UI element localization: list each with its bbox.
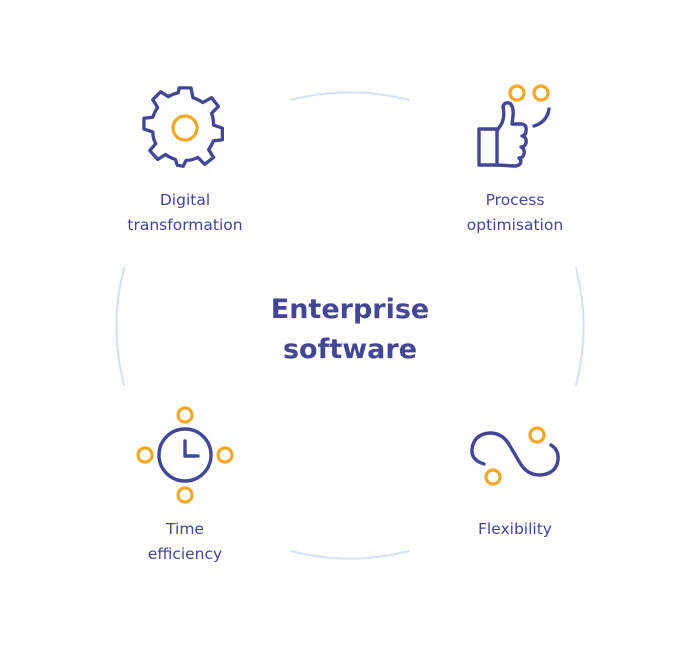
node-label-digital: Digital transformation: [105, 188, 265, 238]
node-label-time-line-1: Time: [166, 520, 204, 538]
ring-arc-left: [115, 267, 125, 386]
node-label-flexibility: Flexibility: [435, 517, 595, 542]
node-label-process-line-1: Process: [485, 191, 545, 209]
node-digital-transformation: Digital transformation: [105, 80, 265, 240]
infinity-wave-icon: [470, 426, 560, 486]
node-flexibility: Flexibility: [435, 420, 595, 560]
node-label-process: Process optimisation: [435, 188, 595, 238]
node-process-optimisation: Process optimisation: [435, 80, 595, 240]
ring-arc-top: [290, 91, 410, 101]
node-label-time-line-2: efficiency: [147, 545, 223, 563]
node-label-time: Time efficiency: [105, 517, 265, 567]
center-title: Enterprise software: [210, 290, 490, 370]
thumbs-up-icon: [477, 84, 551, 168]
node-label-flexibility-line-1: Flexibility: [478, 520, 552, 538]
node-label-process-line-2: optimisation: [466, 216, 564, 234]
clock-icon: [136, 406, 234, 504]
node-label-digital-line-1: Digital: [159, 191, 211, 209]
center-title-line-1: Enterprise: [270, 294, 430, 325]
node-label-digital-line-2: transformation: [127, 216, 243, 234]
ring-arc-right: [575, 267, 585, 386]
ring-arc-bottom: [290, 550, 410, 560]
node-time-efficiency: Time efficiency: [105, 405, 265, 575]
center-title-line-2: software: [282, 334, 418, 365]
gear-icon: [142, 86, 225, 168]
